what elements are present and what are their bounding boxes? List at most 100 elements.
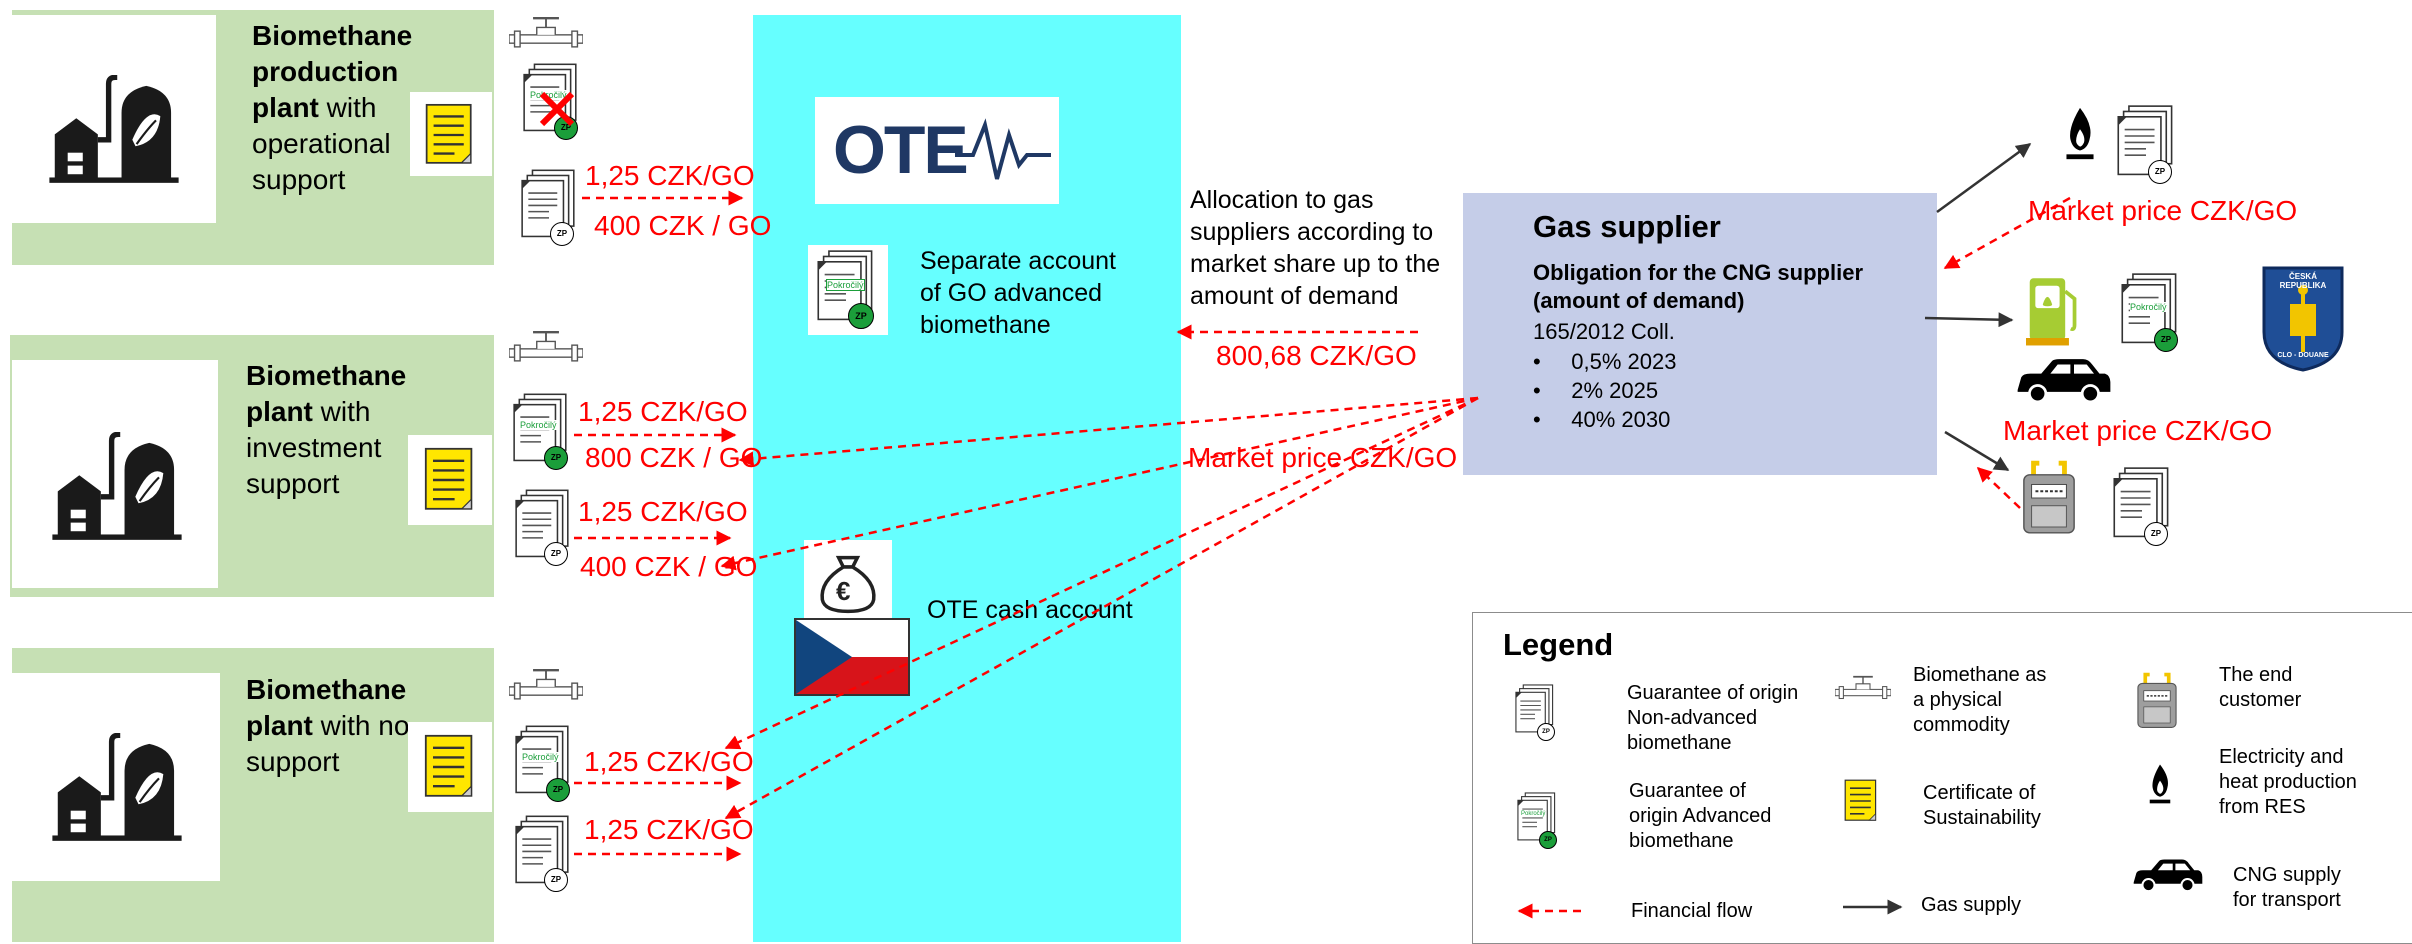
market-price-label: Market price CZK/GO (1188, 442, 1458, 473)
law-reference: 165/2012 Coll. (1533, 319, 1675, 344)
go-advanced: Pokročilý ZP (2118, 272, 2184, 354)
allocation-text: Allocation to gas suppliers according to… (1190, 186, 1441, 310)
plant-title-rest: with no support (246, 710, 410, 777)
biomethane-valve-icon (1835, 673, 1891, 703)
go-non-advanced: ZP (2110, 466, 2176, 548)
legend-go-advanced-icon-box: Pokročilý ZP (1515, 791, 1561, 849)
go-advanced: Pokročilý ZP (510, 392, 572, 472)
czech-flag-icon (794, 618, 910, 696)
gas-supply-arrow (1944, 430, 2010, 472)
zp-badge: ZP (2148, 160, 2172, 184)
plant-icon-box (12, 673, 220, 881)
go-non-advanced: ZP (2114, 104, 2180, 186)
target-list: • 0,5% 2023 • 2% 2025 • 40% 2030 (1533, 347, 1676, 434)
sustainability-certificate-icon (422, 100, 480, 170)
legend-biomethane-commodity: Biomethane as a physical commodity (1913, 664, 2047, 736)
sustainability-cert-box (410, 92, 492, 176)
ote-logo: OTE (815, 97, 1059, 204)
plant-icon-box (12, 360, 218, 588)
money-bag-box: € (804, 540, 892, 622)
go-advanced-account-icon-box: Pokročilý ZP (808, 245, 888, 335)
target-value: 2% 2025 (1571, 378, 1659, 403)
plant-title-nosupport: Biomethane plant with no support (246, 672, 426, 780)
market-price-label: Market price CZK/GO (2003, 415, 2273, 446)
plant-title-rest: with investment support (246, 396, 382, 499)
target-item: • 2% 2025 (1533, 378, 1659, 403)
legend-go-advanced: Guarantee of origin Advanced biomethane (1629, 780, 1772, 852)
legend-electricity-heat: Electricity and heat production from RES (2219, 746, 2357, 818)
biomethane-valve-icon (509, 328, 583, 366)
euro-symbol: € (836, 576, 851, 606)
zp-badge: ZP (544, 542, 568, 566)
gas-supplier-title: Gas supplier (1533, 209, 1721, 244)
legend-go-non-advanced-icon-box: ZP (1513, 683, 1559, 741)
flame-icon (2145, 763, 2175, 807)
zp-badge: ZP (550, 222, 574, 246)
fuel-pump-icon (2026, 272, 2082, 348)
gas-supplier-panel: Gas supplier Obligation for the CNG supp… (1463, 193, 1937, 475)
plant-title-investment: Biomethane plant with investment support (246, 358, 426, 502)
ote-logo-text: OTE (833, 112, 969, 188)
legend-gas-supply: Gas supply (1921, 894, 2022, 916)
pokrocily-label: Pokročilý (2130, 302, 2167, 312)
go-non-advanced: ZP (512, 814, 574, 894)
ote-wave-icon (955, 118, 1051, 180)
target-item: • 0,5% 2023 (1533, 349, 1677, 374)
sustainability-cert-box (408, 722, 492, 812)
zp-badge: ZP (2154, 328, 2178, 352)
legend-box: Legend ZP Guarantee of origin Non-advanc… (1472, 612, 2412, 944)
ote-cash-account-label: OTE cash account (927, 596, 1133, 624)
go-advanced-cancelled: Pokročilý ZP (520, 62, 582, 142)
legend-financial-flow: Financial flow (1631, 900, 1753, 922)
financial-flow-arrow (1976, 466, 2021, 509)
gas-meter-icon (2020, 458, 2078, 538)
price-label: 1,25 CZK/GO (584, 814, 754, 845)
pokrocily-label: Pokročilý (530, 90, 567, 100)
legend-cng-supply: CNG supply for transport (2233, 864, 2341, 911)
market-price-label: Market price CZK/GO (2028, 195, 2298, 226)
support-label: 400 CZK / GO (594, 210, 772, 241)
sustainability-cert-box (408, 435, 492, 525)
seal-bottom-text: CLO - DOUANE (2277, 352, 2329, 359)
zp-badge: ZP (848, 303, 874, 329)
gas-meter-icon (2135, 671, 2179, 731)
cancel-cross-icon (539, 91, 575, 127)
zp-badge: ZP (546, 778, 570, 802)
legend-title: Legend (1503, 627, 1614, 662)
go-non-advanced: ZP (512, 488, 574, 568)
zp-badge: ZP (1539, 831, 1557, 849)
go-non-advanced: ZP (518, 168, 580, 248)
financial-flow-legend-arrow (1517, 903, 1581, 919)
gas-supply-legend-arrow (1843, 899, 1903, 915)
sustainability-certificate-icon (1841, 777, 1883, 825)
target-value: 40% 2030 (1571, 407, 1671, 432)
seal-top-text: ČESKÁ REPUBLIKA (2279, 272, 2327, 290)
go-advanced: Pokročilý ZP (512, 724, 574, 804)
customs-seal-icon: ČESKÁ REPUBLIKA CLO - DOUANE (2260, 262, 2346, 372)
support-label: 400 CZK / GO (580, 551, 758, 582)
legend-go-non-advanced: Guarantee of origin Non-advanced biometh… (1627, 682, 1799, 754)
allocation-price-label: 800,68 CZK/GO (1216, 340, 1417, 371)
zp-badge: ZP (2144, 522, 2168, 546)
price-label: 1,25 CZK/GO (585, 160, 755, 191)
biomethane-plant-icon (44, 75, 184, 183)
car-icon (2131, 857, 2205, 893)
price-label: 1,25 CZK/GO (578, 396, 748, 427)
pokrocily-label: Pokročilý (520, 420, 557, 430)
biomethane-valve-icon (509, 666, 583, 704)
support-label: 800 CZK / GO (585, 442, 763, 473)
gas-supply-arrow (1936, 142, 2032, 214)
flame-icon (2060, 106, 2100, 164)
biomethane-valve-icon (509, 14, 583, 52)
sustainability-certificate-icon (421, 444, 481, 516)
plant-icon-box (12, 15, 216, 223)
biomethane-plant-icon (47, 432, 187, 540)
legend-end-customer: The end customer (2219, 664, 2302, 711)
pokrocily-label: Pokročilý (826, 279, 865, 291)
plant-title-bold: Biomethane production plant (252, 20, 413, 123)
legend-sustainability: Certificate of Sustainability (1923, 782, 2041, 829)
plant-title-operational: Biomethane production plant with operati… (252, 18, 422, 198)
zp-badge: ZP (544, 446, 568, 470)
pokrocily-label: Pokročilý (1521, 811, 1546, 817)
price-label: 1,25 CZK/GO (578, 496, 748, 527)
